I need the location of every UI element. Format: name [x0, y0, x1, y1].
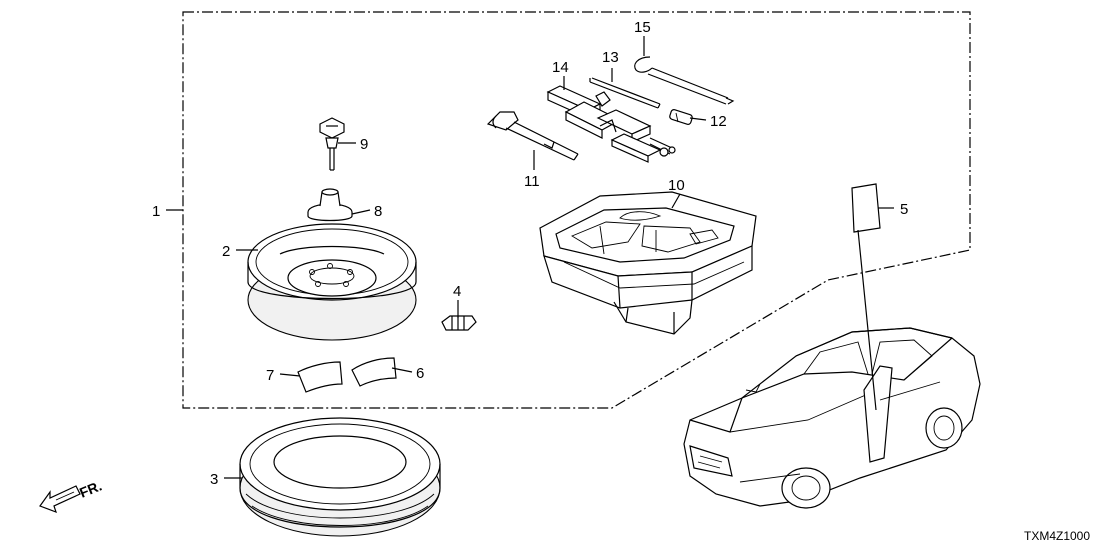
- scissor-jack-part: [546, 85, 676, 163]
- caution-label-part: [851, 183, 881, 233]
- hold-down-bolt-part: [319, 117, 345, 171]
- label-sticker-part-7: [297, 361, 343, 393]
- front-direction-label: FR.: [77, 477, 104, 500]
- callout-6: 6: [416, 365, 424, 382]
- spare-tire-part: [239, 417, 441, 537]
- spare-wheel-part: [247, 223, 417, 341]
- callout-5: 5: [900, 201, 908, 218]
- callout-9: 9: [360, 136, 368, 153]
- callout-7: 7: [266, 367, 274, 384]
- callout-4: 4: [453, 283, 461, 300]
- assembly-boundary: [182, 11, 971, 409]
- front-direction-arrow-icon: [39, 485, 81, 514]
- callout-3: 3: [210, 471, 218, 488]
- tool-tray-part: [539, 191, 757, 335]
- callout-8: 8: [374, 203, 382, 220]
- callout-13: 13: [602, 49, 619, 66]
- lug-wrench-part: [486, 111, 579, 161]
- callout-1: 1: [152, 203, 160, 220]
- extension-part: [669, 109, 693, 125]
- leader-lines: [166, 36, 894, 479]
- valve-stem-part: [441, 315, 477, 331]
- callout-2: 2: [222, 243, 230, 260]
- jack-handle-part: [589, 77, 661, 109]
- retainer-nut-part: [307, 188, 353, 222]
- callout-15: 15: [634, 19, 651, 36]
- label-sticker-part-6: [351, 357, 397, 387]
- callout-11: 11: [524, 173, 540, 190]
- callout-10: 10: [668, 177, 685, 194]
- callout-12: 12: [710, 113, 727, 130]
- wheel-wrench-part: [634, 56, 735, 105]
- callout-14: 14: [552, 59, 569, 76]
- vehicle-illustration: [683, 327, 981, 509]
- diagram-code: TXM4Z1000: [1024, 529, 1090, 543]
